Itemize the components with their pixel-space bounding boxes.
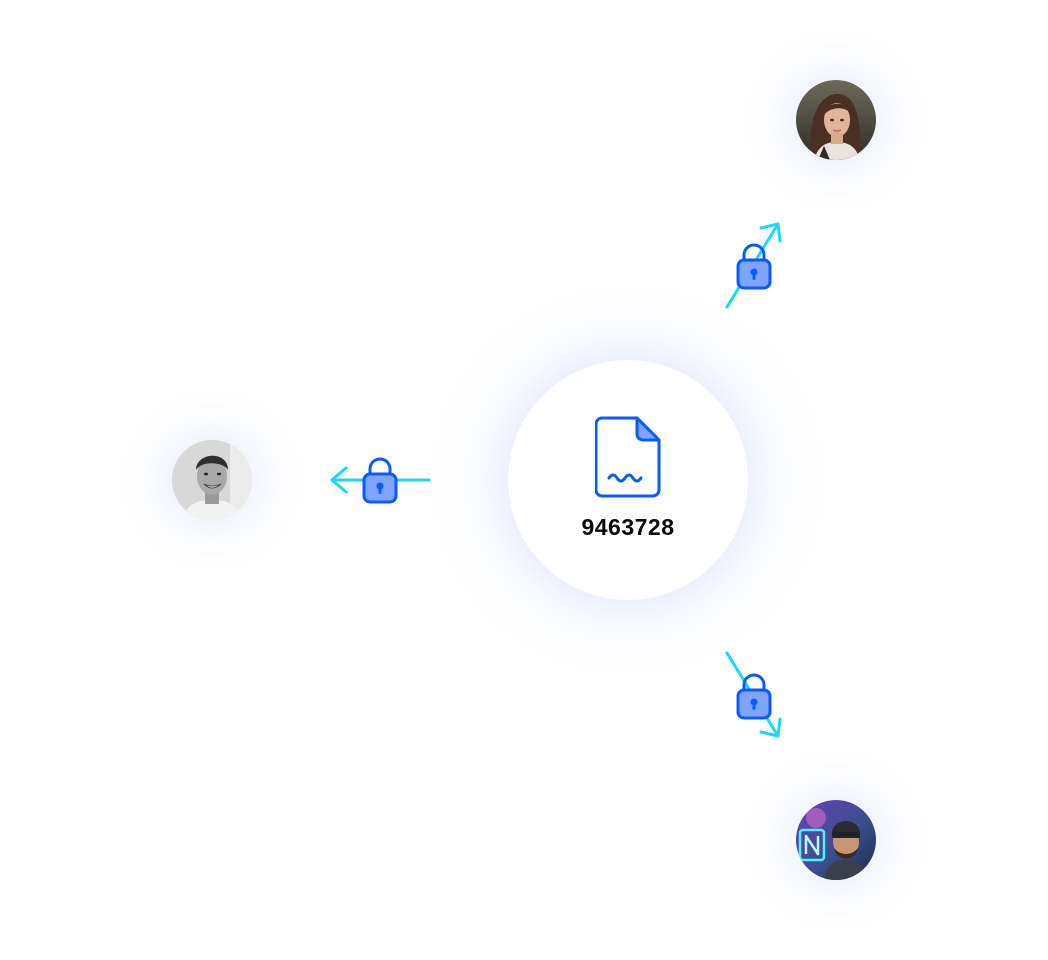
avatar-man-beanie xyxy=(796,800,876,880)
document-code: 9463728 xyxy=(581,514,675,540)
lock-icon xyxy=(736,243,772,290)
lock-icon xyxy=(736,673,772,720)
avatar-woman xyxy=(796,80,876,160)
link-top-right xyxy=(725,222,782,309)
signed-document-icon xyxy=(595,416,661,498)
link-left xyxy=(330,457,431,504)
document-hub: 9463728 xyxy=(508,360,748,600)
link-bottom-right xyxy=(725,651,782,738)
avatar-man-smiling xyxy=(172,440,252,520)
lock-icon xyxy=(362,457,398,504)
